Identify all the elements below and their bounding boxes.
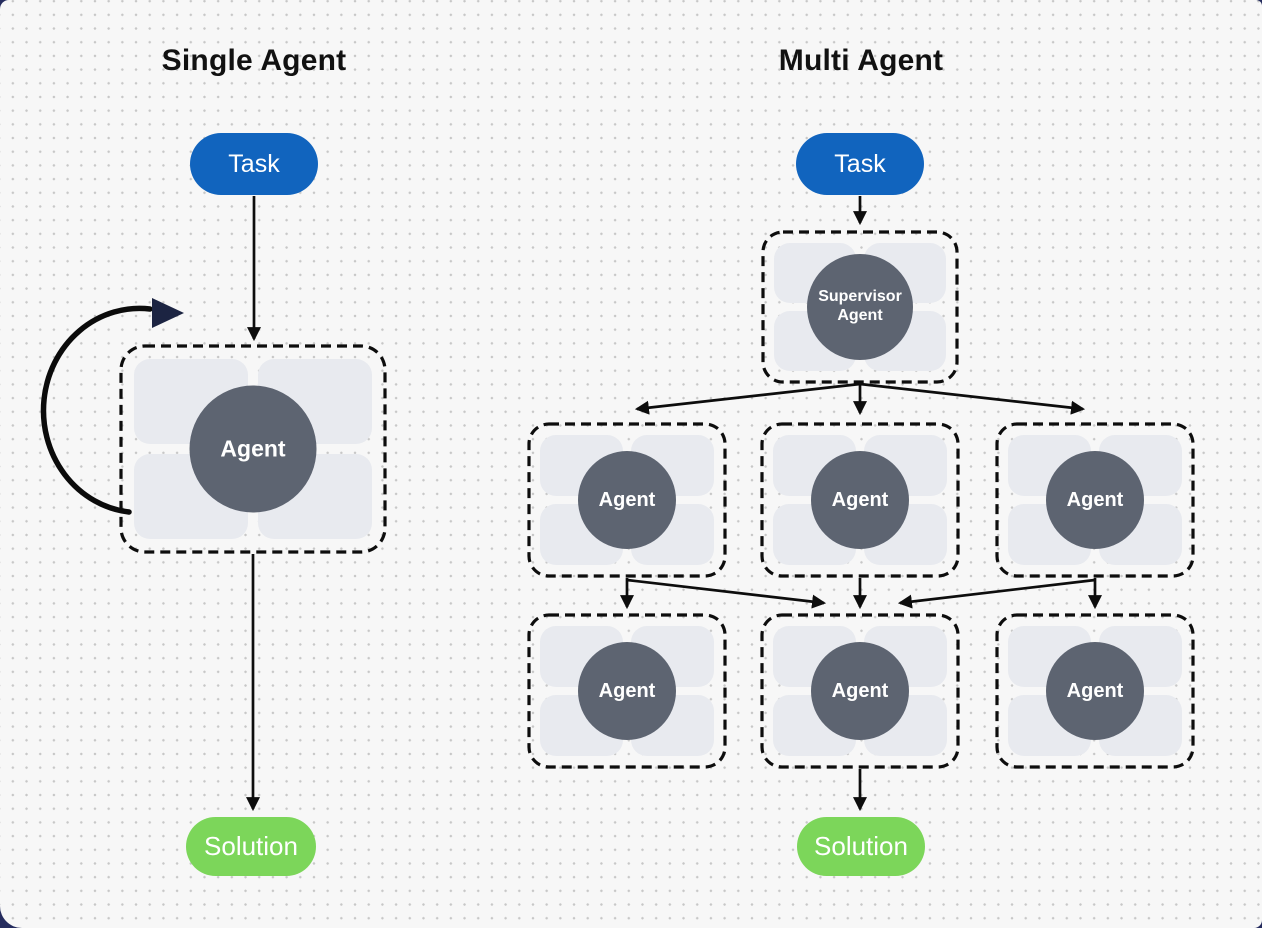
single-agent-circle: Agent	[189, 385, 317, 513]
arrow-supervisor-to-worker1	[634, 382, 861, 415]
worker-agent-label: Agent	[831, 488, 889, 511]
multi-task-node: Task	[796, 133, 924, 195]
worker-agent-box-6: Agent	[997, 615, 1193, 767]
arrow-worker1-to-worker5	[626, 578, 827, 609]
single-task-node: Task	[190, 133, 318, 195]
worker-agent-circle: Agent	[578, 451, 676, 549]
worker-agent-circle: Agent	[1046, 451, 1144, 549]
multi-solution-label: Solution	[814, 831, 908, 861]
single-solution-label: Solution	[204, 831, 298, 861]
single-agent-title: Single Agent	[161, 44, 347, 77]
worker-agent-box-5: Agent	[762, 615, 958, 767]
supervisor-agent-circle: Supervisor Agent	[807, 254, 913, 360]
multi-solution-node: Solution	[797, 817, 925, 876]
single-task-label: Task	[228, 149, 280, 178]
worker-agent-label: Agent	[598, 679, 656, 702]
single-agent-box: Agent	[121, 346, 385, 552]
worker-agent-box-1: Agent	[529, 424, 725, 576]
supervisor-agent-box: Supervisor Agent	[763, 232, 957, 382]
arrow-worker3-to-worker5	[897, 578, 1096, 609]
arrow-supervisor-to-worker3	[859, 382, 1086, 415]
single-agent-label: Agent	[220, 435, 286, 462]
worker-agent-label: Agent	[1066, 679, 1124, 702]
worker-agent-box-4: Agent	[529, 615, 725, 767]
worker-agent-circle: Agent	[1046, 642, 1144, 740]
worker-agent-label: Agent	[598, 488, 656, 511]
self-loop-arrowhead-icon	[152, 298, 184, 328]
single-solution-node: Solution	[186, 817, 316, 876]
multi-agent-title: Multi Agent	[778, 44, 944, 77]
worker-agent-circle: Agent	[811, 451, 909, 549]
worker-agent-label: Agent	[831, 679, 889, 702]
multi-task-label: Task	[834, 149, 886, 178]
worker-agent-circle: Agent	[578, 642, 676, 740]
worker-agent-box-3: Agent	[997, 424, 1193, 576]
worker-agent-circle: Agent	[811, 642, 909, 740]
supervisor-agent-label: Supervisor Agent	[818, 288, 902, 324]
worker-agent-box-2: Agent	[762, 424, 958, 576]
worker-agent-label: Agent	[1066, 488, 1124, 511]
